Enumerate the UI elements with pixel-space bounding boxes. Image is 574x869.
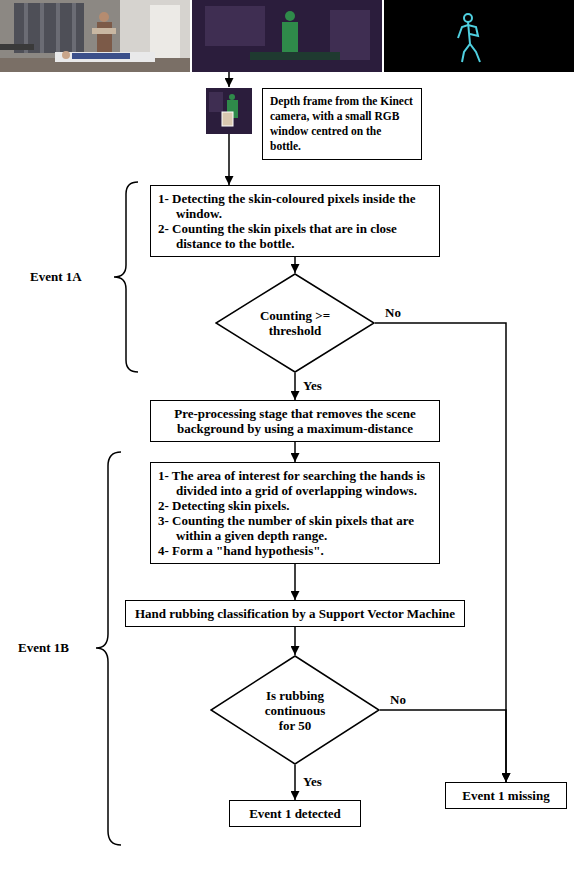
diamond-shape (216, 274, 374, 372)
depth-figure (282, 22, 298, 52)
photo-patient (72, 53, 130, 59)
edge-label: Yes (301, 774, 324, 789)
photo-ground (0, 0, 190, 72)
group-brace (96, 452, 121, 845)
thumb-figure-head (229, 94, 235, 100)
photo-person-arms (92, 28, 116, 34)
node-text: 2- Counting the skin pixels that are in … (158, 221, 432, 251)
photo-door (150, 5, 180, 60)
flow-arrow (228, 134, 230, 185)
skeleton-image (384, 0, 574, 72)
node-text: 4- Form a "hand hypothesis". (158, 543, 432, 558)
photo-person-head (99, 12, 109, 22)
terminal-box: Event 1 detected (229, 800, 361, 827)
rgb-photo (0, 0, 190, 72)
edge-label: No (388, 692, 408, 707)
decision-diamond: Counting >= threshold (215, 273, 375, 373)
decision-diamond: Is rubbing continuous for 50 (210, 655, 380, 765)
depth-frame-thumbnail (206, 88, 252, 134)
photo-desk (0, 44, 34, 50)
process-box: 1- The area of interest for searching th… (150, 462, 440, 564)
process-box: 1- Detecting the skin-coloured pixels in… (150, 185, 440, 257)
photo-blind (56, 3, 60, 53)
node-text: Is rubbing continuous for 50 (256, 688, 334, 733)
skeleton-arms (458, 25, 478, 38)
diamond-shape (211, 656, 379, 764)
node-text: Pre-processing stage that removes the sc… (158, 406, 432, 436)
skeleton-ground (384, 0, 574, 72)
node-text: 2- Detecting skin pixels. (158, 498, 432, 513)
depth-figure-head (285, 11, 295, 21)
group-label: Event 1B (18, 640, 69, 655)
flow-connector (294, 442, 296, 462)
thumb-ground (206, 88, 252, 134)
flow-connector (380, 710, 506, 782)
flow-connector (294, 373, 296, 400)
photo-person (97, 22, 112, 52)
group-label: Event 1A (30, 269, 82, 284)
flow-connector (294, 564, 296, 600)
skeleton-head (464, 14, 472, 22)
process-box: Pre-processing stage that removes the sc… (150, 400, 440, 442)
photo-bed (55, 52, 155, 62)
note-box: Depth frame from the Kinect camera, with… (262, 88, 422, 160)
photo-patient-head (62, 51, 70, 59)
flow-connector (294, 765, 296, 800)
node-text: 1- Detecting the skin-coloured pixels in… (158, 191, 432, 221)
node-text: Event 1 detected (237, 806, 353, 821)
depth-image (192, 0, 382, 72)
flow-arrow (228, 72, 230, 87)
process-box: Hand rubbing classification by a Support… (125, 600, 465, 627)
node-text: Counting >= threshold (259, 308, 331, 338)
depth-ground (192, 0, 382, 72)
node-text: 3- Counting the number of skin pixels th… (158, 513, 432, 543)
node-text: 1- The area of interest for searching th… (158, 468, 432, 498)
depth-bed (250, 52, 340, 60)
photo-blind (40, 3, 44, 53)
node-text: Depth frame from the Kinect camera, with… (270, 94, 414, 154)
depth-patch (205, 6, 265, 46)
diamond-text-holder: Counting >= threshold (259, 308, 331, 338)
flow-connector (294, 257, 296, 273)
thumb-rgb-window (222, 112, 233, 126)
edge-label: Yes (301, 378, 324, 393)
diamond-text-holder: Is rubbing continuous for 50 (256, 688, 334, 733)
node-text: Event 1 missing (453, 788, 559, 803)
flow-connector (294, 627, 296, 655)
group-brace (114, 182, 138, 372)
node-text: Hand rubbing classification by a Support… (133, 606, 457, 621)
edge-label: No (383, 305, 403, 320)
terminal-box: Event 1 missing (445, 782, 567, 809)
photo-blind (72, 3, 76, 53)
thumb-patch (209, 92, 223, 112)
skeleton-legs (462, 44, 480, 62)
